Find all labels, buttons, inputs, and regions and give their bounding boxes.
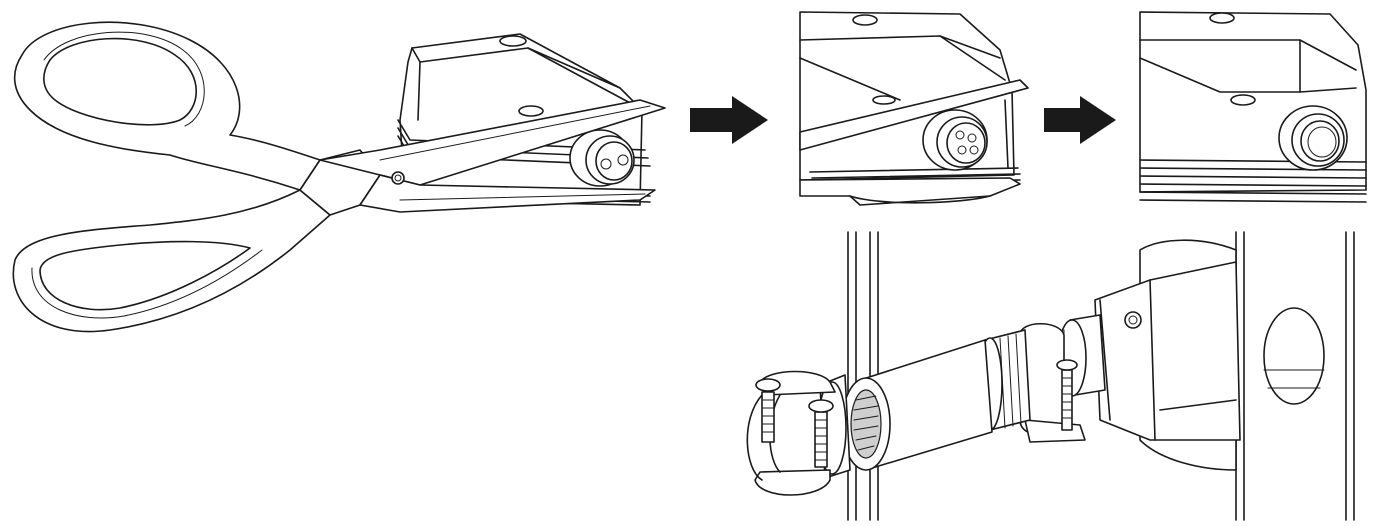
arrow-2-icon	[1044, 96, 1116, 144]
step-1-scissors-cutting	[12, 21, 666, 333]
port-cap-step-1	[569, 129, 635, 187]
detail-conduit-installation	[746, 231, 1355, 521]
clamp-connector-left	[746, 370, 851, 496]
step-3-open-port	[1139, 11, 1367, 203]
step-2-cap-cut	[799, 11, 1029, 206]
threaded-coupling	[977, 329, 1031, 431]
scissors	[12, 21, 666, 333]
clamp-box-side	[1019, 323, 1086, 443]
enclosure-detail	[1094, 261, 1241, 441]
conduit-tube	[841, 339, 993, 471]
arrow-1-icon	[690, 96, 768, 144]
